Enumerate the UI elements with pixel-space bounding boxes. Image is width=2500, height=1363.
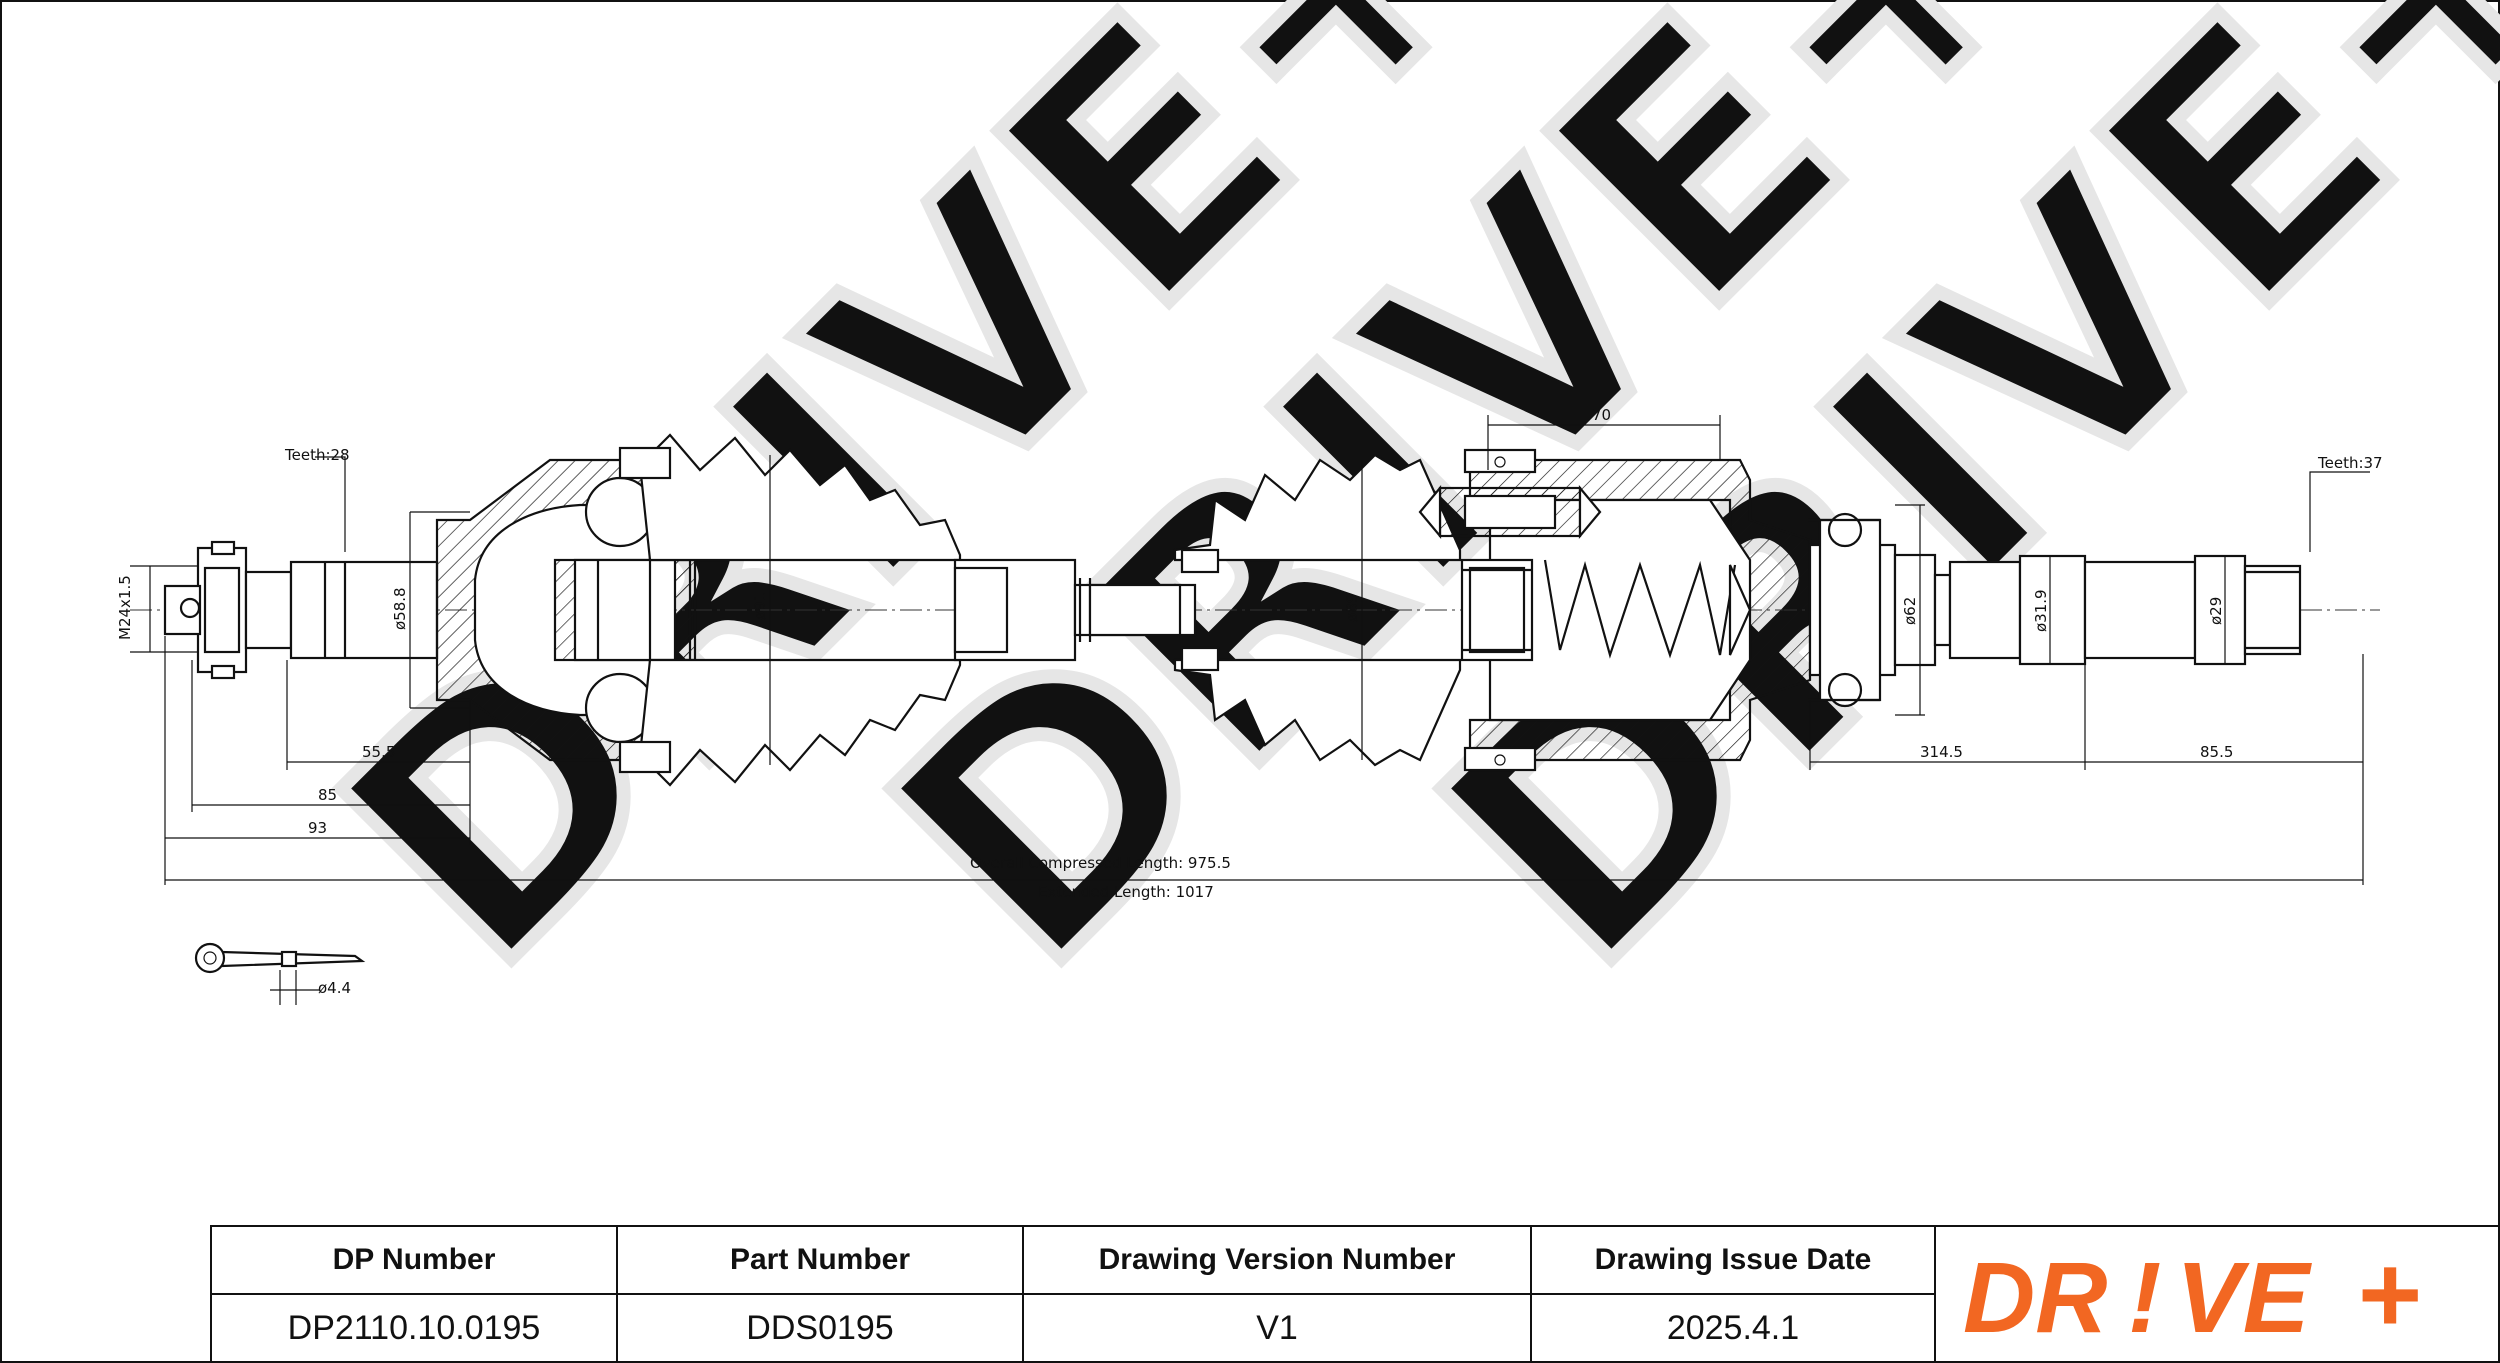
dim-length-85-5: 85.5: [2200, 743, 2233, 761]
outer-boot-top: [638, 433, 962, 562]
outer-boot-bottom: [638, 658, 962, 787]
dim-teeth-right: Teeth:37: [2317, 454, 2383, 472]
logo-text-main: DR: [1963, 1244, 2107, 1344]
cotter-pin-detail: ø4.4: [194, 942, 366, 1005]
dim-seal-diameter: ø58.8: [391, 587, 409, 630]
dimensions: Teeth:28 M24x1.5 ø58.8 ø91 ø89 ø62 ø31.9…: [116, 406, 2383, 901]
drive-plus-logo: DR ! VE +: [1963, 1244, 2422, 1344]
bearing-ball-top: [1827, 512, 1863, 548]
inner-boot-top: [1173, 453, 1462, 562]
header-issue-date: Drawing Issue Date: [1530, 1225, 1936, 1295]
dim-length-70: 70: [1592, 406, 1611, 424]
outer-cv-joint: [163, 458, 697, 762]
dim-length-314-5: 314.5: [1920, 743, 1963, 761]
cotter-hole: [179, 597, 201, 619]
dim-bearing-diameter: ø62: [1901, 597, 1919, 625]
value-issue-date: 2025.4.1: [1530, 1293, 1936, 1363]
value-part-number: DDS0195: [616, 1293, 1024, 1363]
dim-thread: M24x1.5: [116, 575, 134, 640]
cotter-pin-eye: [194, 942, 226, 974]
spline-end: [2243, 564, 2302, 656]
spline-stub: [244, 570, 293, 650]
bearing-ball-bottom: [1827, 672, 1863, 708]
inner-stub-shaft: [1808, 512, 2302, 708]
dim-pin-diameter: ø4.4: [318, 979, 351, 997]
inner-boot-bottom: [1173, 658, 1462, 767]
dim-overall-length: Overall Compressed Length: 975.5: [970, 854, 1231, 872]
dim-shaft-diameter-1: ø31.9: [2032, 589, 2050, 632]
logo-text-plus: +: [2358, 1244, 2422, 1344]
value-version: V1: [1022, 1293, 1532, 1363]
preload-spring: [1543, 559, 1737, 659]
inner-tripod-joint: [1418, 448, 1812, 772]
title-block: DP Number Part Number Drawing Version Nu…: [210, 1225, 2500, 1363]
logo-cell: DR ! VE +: [1934, 1225, 2500, 1363]
logo-text-end: VE: [2176, 1244, 2313, 1344]
dim-length-55-5: 55.5: [362, 743, 395, 761]
logo-text-mid: !: [2128, 1244, 2161, 1344]
value-dp-number: DP2110.10.0195: [210, 1293, 618, 1363]
dim-shaft-diameter-2: ø29: [2207, 597, 2225, 625]
dim-length-85: 85: [318, 786, 337, 804]
dim-extended-length: Extended Length: 1017: [1038, 883, 1214, 901]
dim-length-93: 93: [308, 819, 327, 837]
dim-teeth-left: Teeth:28: [284, 446, 350, 464]
dim-boot-outer: ø91: [751, 592, 769, 620]
header-version: Drawing Version Number: [1022, 1225, 1532, 1295]
header-dp-number: DP Number: [210, 1225, 618, 1295]
header-part-number: Part Number: [616, 1225, 1024, 1295]
dim-boot-inner: ø89: [1343, 594, 1361, 622]
